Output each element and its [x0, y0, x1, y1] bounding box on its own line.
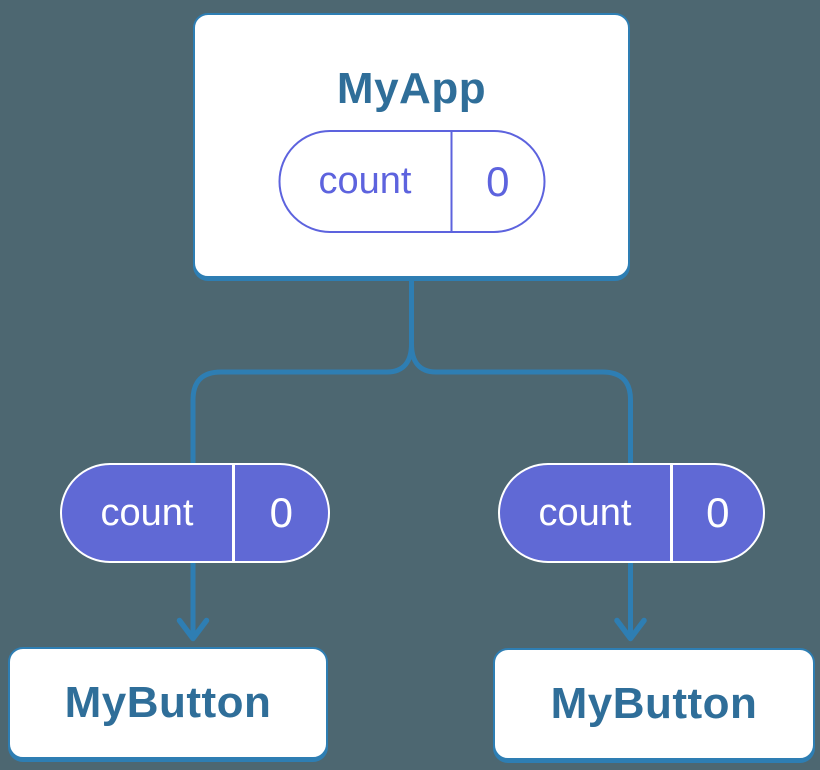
- prop-pill-left: count 0: [60, 463, 330, 563]
- connector-branch-left: [190, 341, 414, 471]
- prop-name: count: [100, 491, 194, 534]
- state-pill-myapp: count 0: [278, 130, 545, 233]
- pill-divider: [232, 465, 235, 561]
- component-card-myapp: MyApp count 0: [193, 13, 630, 278]
- connector-branch-right: [409, 341, 633, 471]
- component-title: MyApp: [336, 64, 487, 113]
- state-name: count: [318, 160, 412, 202]
- component-card-mybutton-right: MyButton: [493, 648, 815, 760]
- pill-divider: [450, 132, 453, 231]
- component-card-mybutton-left: MyButton: [8, 647, 328, 759]
- prop-name: count: [538, 491, 632, 534]
- prop-value: 0: [706, 489, 730, 536]
- prop-pill-right: count 0: [498, 463, 765, 563]
- arrow-head-left-icon: [176, 617, 210, 642]
- component-title: MyButton: [550, 679, 758, 728]
- pill-divider: [670, 465, 673, 561]
- prop-value: 0: [269, 489, 293, 536]
- state-value: 0: [486, 157, 510, 205]
- component-title: MyButton: [64, 678, 272, 727]
- arrow-head-right-icon: [614, 617, 647, 642]
